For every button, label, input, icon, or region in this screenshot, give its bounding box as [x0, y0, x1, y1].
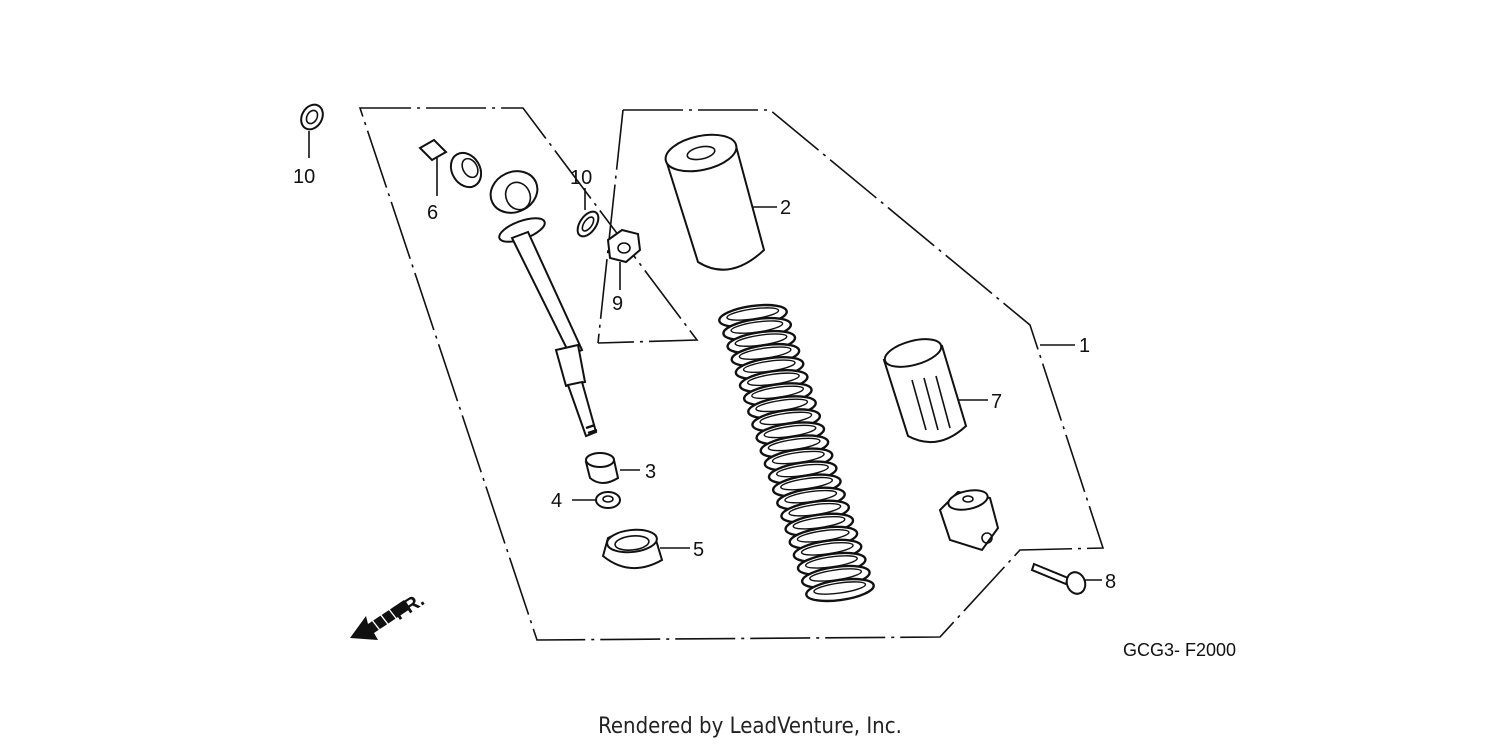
front-direction-arrow-icon: [350, 600, 410, 640]
washer-part-4: [572, 491, 621, 509]
lower-clevis: [938, 489, 1000, 552]
callout-4: 4: [551, 490, 562, 512]
bump-stop-part-3: [584, 452, 640, 484]
spring-cover-part-2: [664, 133, 777, 271]
diagram-code: GCG3- F2000: [1123, 640, 1236, 660]
bolt-part-8: [1030, 562, 1102, 595]
lower-cover-part-7: [882, 338, 988, 443]
callout-8: 8: [1105, 571, 1116, 593]
spring-seat-part-5: [601, 528, 690, 570]
spring-coil: [805, 577, 875, 603]
damper-rod: [489, 170, 598, 438]
washer-part-10-left: [300, 103, 324, 158]
callout-9: 9: [612, 293, 623, 315]
callout-3: 3: [645, 461, 656, 483]
assembly-boundary-inner-edge: [597, 109, 624, 344]
washer-part-10-middle: [576, 188, 600, 238]
assembly-boundary: [358, 107, 1105, 641]
callout-6: 6: [427, 202, 438, 224]
footer-credit: Rendered by LeadVenture, Inc.: [598, 714, 902, 739]
callout-10-left: 10: [293, 166, 315, 188]
callout-5: 5: [693, 539, 704, 561]
collar-part-6: [418, 138, 483, 196]
callout-10-middle: 10: [570, 167, 592, 189]
direction-label: FR.: [389, 589, 428, 625]
callout-7: 7: [991, 391, 1002, 413]
callout-2: 2: [780, 197, 791, 219]
spring-coil-inner: [813, 581, 867, 595]
coil-spring: [718, 303, 875, 603]
nut-part-9: [606, 228, 642, 290]
callout-1: 1: [1079, 335, 1090, 357]
